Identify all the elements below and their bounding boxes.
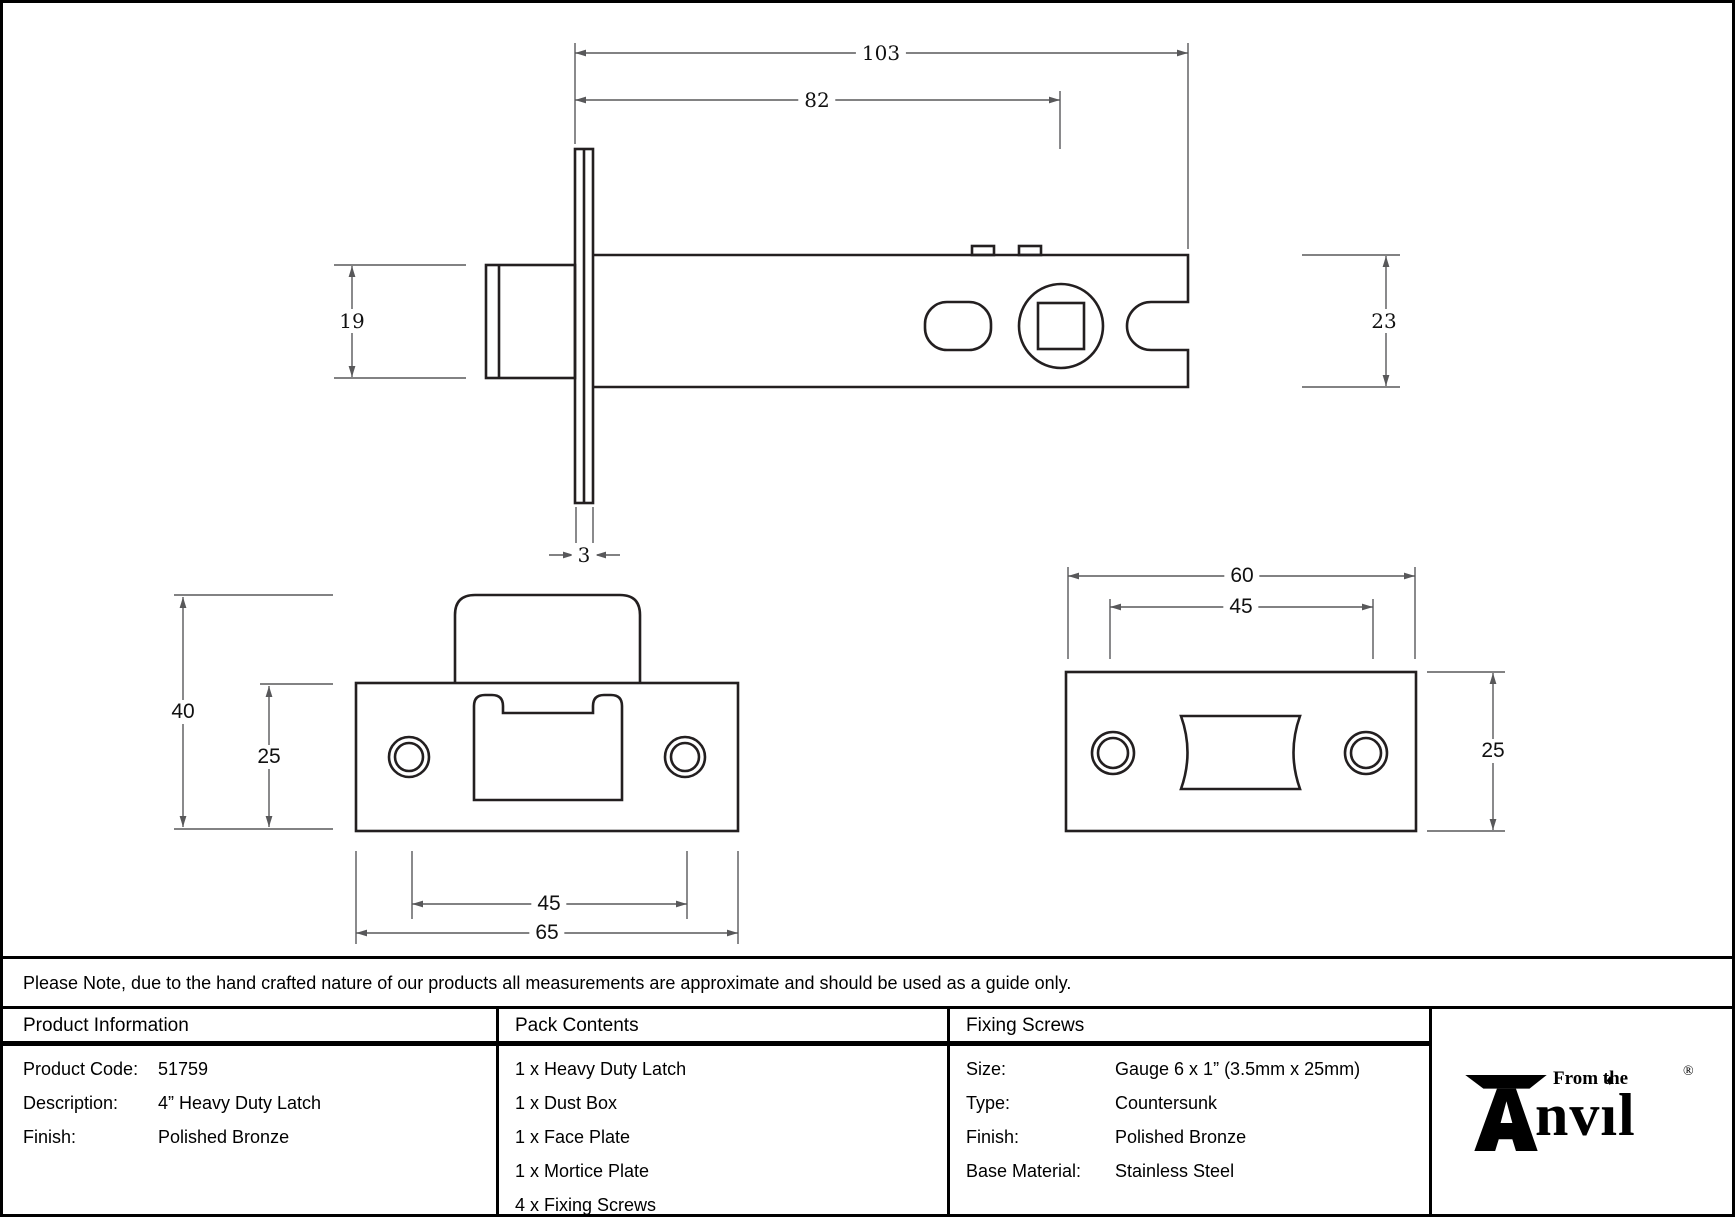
screw-size-value: Gauge 6 x 1” (3.5mm x 25mm) [1115,1059,1361,1079]
pack-item: 4 x Fixing Screws [515,1195,657,1215]
logo-cell-divider [1429,1009,1432,1214]
case-lug [1017,244,1043,257]
spindle-square-hole [1036,301,1086,351]
screw-hole-inner [393,741,425,773]
description-value: 4” Heavy Duty Latch [158,1093,322,1113]
screw-finish-value: Polished Bronze [1115,1127,1247,1147]
face-plate-front-view [354,593,740,833]
disclaimer-note: Please Note, due to the hand crafted nat… [23,973,1072,993]
dim-mortice-height: 25 [1475,739,1511,763]
screw-hole [663,735,707,779]
finish-label: Finish: [23,1127,77,1147]
screw-hole-inner [1349,736,1383,770]
pack-item: 1 x Dust Box [515,1093,618,1113]
screw-type-label: Type: [966,1093,1011,1113]
technical-drawing [174,43,1505,944]
anvil-icon [1465,1075,1547,1151]
product-code-value: 51759 [158,1059,209,1079]
note-row-top-border [3,956,1732,959]
screw-hole-inner [1096,736,1130,770]
screw-material-value: Stainless Steel [1115,1161,1235,1181]
dim-case-height: 23 [1365,309,1403,333]
latch-bolt [484,263,577,380]
product-code-label: Product Code: [23,1059,139,1079]
mortice-plate-view [1064,670,1418,833]
column-divider-2 [947,1009,950,1214]
pack-contents-header: Pack Contents [515,1015,639,1036]
pack-item: 1 x Mortice Plate [515,1161,650,1181]
pack-item: 1 x Face Plate [515,1127,631,1147]
finish-value: Polished Bronze [158,1127,290,1147]
screw-hole [1343,730,1389,776]
logo-wordmark: nvıl [1535,1082,1636,1148]
column-divider-1 [496,1009,499,1214]
oval-hole [923,300,993,352]
screw-material-label: Base Material: [966,1161,1082,1181]
face-plate-body [354,681,740,833]
dim-bolt-height: 19 [333,309,371,333]
description-label: Description: [23,1093,119,1113]
from-the-anvil-logo: From the nvıl ♦ ® [1465,1065,1715,1161]
pack-item: 1 x Heavy Duty Latch [515,1059,687,1079]
latch-opening [472,693,624,802]
spindle-boss [1017,282,1105,370]
dim-mortice-width: 60 [1224,564,1260,588]
latch-side-view [484,147,1190,505]
keeper-opening [1179,714,1302,791]
screw-hole-inner [669,741,701,773]
dim-screw-centres: 45 [531,892,567,916]
logo-prefix: From the [1553,1068,1629,1089]
dim-backset: 82 [798,88,836,112]
diamond-icon: ♦ [1606,1072,1614,1089]
dim-faceplate-thickness: 3 [571,543,597,567]
case-lug [970,244,996,257]
face-plate-tab [453,593,642,683]
screw-finish-label: Finish: [966,1127,1020,1147]
product-information-header: Product Information [23,1015,189,1036]
dim-overall-height: 40 [165,700,201,724]
fixing-screws-header: Fixing Screws [966,1015,1085,1036]
screw-type-value: Countersunk [1115,1093,1218,1113]
registered-trademark-icon: ® [1683,1064,1694,1079]
screw-hole [387,735,431,779]
dim-length-overall: 103 [855,41,907,65]
mortice-plate-body [1064,670,1418,833]
latch-case [593,253,1190,389]
note-row-bottom-border [3,1006,1732,1009]
dim-plate-height: 25 [251,745,287,769]
dim-mortice-screw-centres: 45 [1223,595,1259,619]
dim-plate-width: 65 [529,921,565,945]
header-row-bottom-border [3,1041,1432,1046]
screw-size-label: Size: [966,1059,1007,1079]
screw-hole [1090,730,1136,776]
dimension-lines [174,43,1505,944]
